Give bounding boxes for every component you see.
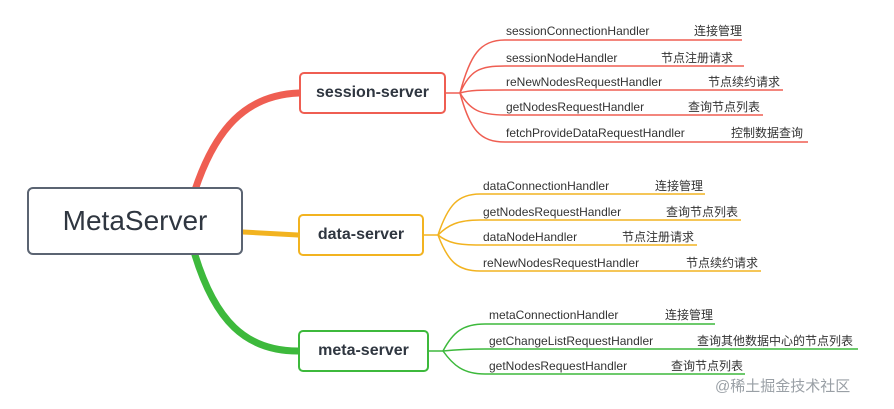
leaf-handler[interactable]: reNewNodesRequestHandler — [483, 256, 640, 270]
watermark: @稀土掘金技术社区 — [715, 378, 851, 395]
branch-data-server[interactable]: data-server — [298, 214, 424, 256]
leaf-desc: 查询节点列表 — [666, 205, 739, 219]
leaf-desc: 查询节点列表 — [671, 359, 744, 373]
meta-leaf-links — [429, 323, 858, 375]
data-leaf-links — [424, 193, 761, 272]
connector-meta — [191, 251, 302, 355]
leaf-handler[interactable]: reNewNodesRequestHandler — [506, 75, 663, 89]
leaf-handler[interactable]: dataNodeHandler — [483, 230, 578, 244]
leaf-desc: 连接管理 — [694, 24, 743, 38]
leaf-desc: 节点续约请求 — [686, 256, 759, 270]
session-leaf-links — [446, 39, 808, 143]
leaf-handler[interactable]: fetchProvideDataRequestHandler — [506, 126, 685, 140]
connector-session — [191, 89, 303, 194]
branch-session-server[interactable]: session-server — [299, 72, 446, 114]
leaf-handler[interactable]: getChangeListRequestHandler — [489, 334, 654, 348]
leaf-desc: 查询节点列表 — [688, 100, 761, 114]
leaf-desc: 查询其他数据中心的节点列表 — [697, 334, 854, 348]
leaf-handler[interactable]: getNodesRequestHandler — [506, 100, 645, 114]
leaf-desc: 节点续约请求 — [708, 75, 781, 89]
leaf-desc: 连接管理 — [665, 308, 714, 322]
leaf-handler[interactable]: dataConnectionHandler — [483, 179, 610, 193]
leaf-desc: 节点注册请求 — [661, 51, 734, 65]
leaf-desc: 控制数据查询 — [731, 126, 804, 140]
leaf-handler[interactable]: getNodesRequestHandler — [483, 205, 622, 219]
connector-data — [240, 229, 301, 238]
leaf-handler[interactable]: getNodesRequestHandler — [489, 359, 628, 373]
leaf-handler[interactable]: sessionNodeHandler — [506, 51, 618, 65]
root-node[interactable]: MetaServer — [27, 187, 243, 255]
branch-meta-server[interactable]: meta-server — [298, 330, 429, 372]
leaf-handler[interactable]: metaConnectionHandler — [489, 308, 619, 322]
leaf-desc: 连接管理 — [655, 179, 704, 193]
leaf-desc: 节点注册请求 — [622, 230, 695, 244]
leaf-handler[interactable]: sessionConnectionHandler — [506, 24, 650, 38]
